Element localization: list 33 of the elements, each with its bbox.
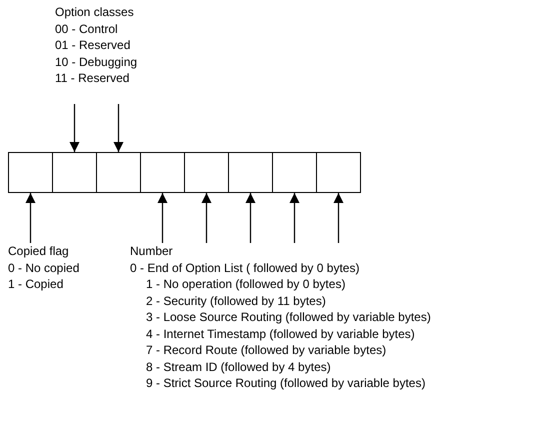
list-item: 10 - Debugging xyxy=(55,54,138,70)
arrow xyxy=(290,193,300,243)
arrow xyxy=(202,193,212,243)
list-item: 3 - Loose Source Routing (followed by variable bytes) xyxy=(145,309,431,326)
bit-cell xyxy=(228,152,273,193)
heading-text: Number xyxy=(130,243,174,260)
list-item: 9 - Strict Source Routing (followed by variable bytes) xyxy=(145,375,426,392)
list-item: 4 - Internet Timestamp (followed by variable bytes) xyxy=(145,326,416,342)
arrow xyxy=(26,193,36,243)
bit-cell xyxy=(316,152,361,193)
arrow xyxy=(158,193,168,243)
bit-cell xyxy=(52,152,97,193)
bit-cell xyxy=(140,152,185,193)
list-item: 0 - End of Option List ( followed by 0 bytes) xyxy=(130,260,360,276)
arrow xyxy=(114,104,124,152)
list-item: 8 - Stream ID (followed by 4 bytes) xyxy=(145,358,332,375)
bit-cell xyxy=(96,152,141,193)
arrow xyxy=(246,193,256,243)
list-item: 01 - Reserved xyxy=(55,37,132,54)
heading-text: Copied flag xyxy=(8,243,70,260)
list-item: 2 - Security (followed by 11 bytes) xyxy=(145,292,327,309)
bit-cell xyxy=(272,152,317,193)
bit-cell xyxy=(8,152,53,193)
list-item: 11 - Reserved xyxy=(55,70,130,86)
list-item: 00 - Control xyxy=(55,20,119,37)
arrow xyxy=(70,104,80,152)
list-item: 1 - No operation (followed by 0 bytes) xyxy=(145,276,346,292)
list-item: 1 - Copied xyxy=(8,276,64,292)
arrow xyxy=(334,193,344,243)
heading-text: Option classes xyxy=(55,4,135,20)
list-item: 7 - Record Route (followed by variable bytes) xyxy=(145,342,388,358)
list-item: 0 - No copied xyxy=(8,260,80,276)
bit-cell xyxy=(184,152,229,193)
